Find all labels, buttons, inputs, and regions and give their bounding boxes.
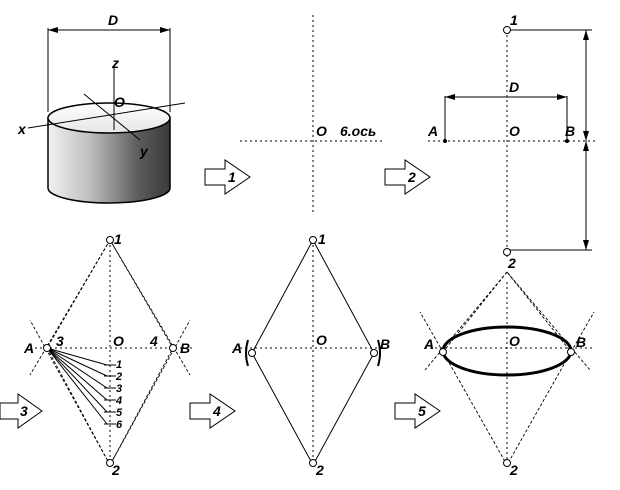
division-line-1 — [46, 347, 108, 366]
arrow-shape — [384, 159, 431, 195]
label-o: O — [113, 333, 124, 349]
panel-points: D 1 2 A B O — [427, 12, 595, 271]
point-1 — [503, 26, 511, 34]
label-o: O — [509, 123, 520, 139]
point-a — [443, 139, 447, 143]
label-4: 4 — [149, 333, 158, 349]
step-label: 4 — [212, 403, 221, 419]
dim-arrow-right — [557, 94, 567, 100]
cylinder-top — [47, 102, 171, 134]
extension-left-upper — [29, 239, 111, 376]
point-2 — [106, 459, 114, 467]
label-2: 2 — [111, 462, 120, 478]
label-div-4: 4 — [115, 395, 122, 407]
label-b: B — [565, 123, 575, 139]
label-div-6: 6 — [116, 419, 123, 431]
point-b — [370, 349, 378, 357]
panel-final-ellipse: A B O 2 — [419, 271, 595, 478]
label-div-3: 3 — [116, 383, 122, 395]
extension-right — [506, 271, 591, 371]
x-axis — [27, 102, 186, 129]
point-a — [248, 349, 256, 357]
step-arrow-3: 3 — [0, 393, 43, 429]
point-1 — [106, 236, 114, 244]
label-o: O — [316, 332, 327, 348]
dim-arrow-right — [160, 27, 170, 33]
division-line-2 — [46, 347, 108, 377]
step-arrow-1: 1 — [204, 159, 251, 195]
step-arrow-2: 2 — [384, 159, 431, 195]
arrow-shape — [394, 393, 441, 429]
step-label: 5 — [418, 403, 426, 419]
label-o: O — [316, 123, 327, 139]
dim-arrow-left — [445, 94, 455, 100]
arrow-shape — [204, 159, 251, 195]
label-2: 2 — [315, 462, 324, 478]
label-6-axis: 6.ось — [340, 123, 376, 139]
label-2: 2 — [507, 255, 516, 271]
arrow-shape — [189, 393, 236, 429]
label-b: B — [180, 340, 190, 356]
step-arrow-5: 5 — [394, 393, 441, 429]
label-y: y — [139, 143, 149, 159]
arc-b — [377, 339, 381, 367]
label-div-5: 5 — [116, 407, 123, 419]
extension-left-lower — [29, 319, 111, 466]
dim-arrow-bottom — [583, 240, 589, 250]
panel-axes: O 6.ось — [240, 15, 385, 215]
label-2: 2 — [509, 462, 518, 478]
extension-right-lower — [109, 319, 191, 466]
label-o: O — [114, 94, 125, 110]
panel-cylinder: D z x y O — [17, 12, 186, 204]
label-b: B — [576, 334, 586, 350]
label-1: 1 — [114, 231, 122, 247]
point-2 — [503, 248, 511, 256]
point-1 — [309, 236, 317, 244]
label-b: B — [380, 336, 390, 352]
dim-arrow-left — [48, 27, 58, 33]
dim-arrow-mid-up — [583, 131, 589, 141]
label-d: D — [108, 12, 118, 28]
division-line-5 — [46, 347, 108, 413]
panel-arcs: 1 2 A B O — [231, 231, 390, 478]
label-o: O — [509, 333, 520, 349]
point-a — [43, 344, 51, 352]
label-1: 1 — [510, 12, 518, 28]
division-line-4 — [46, 347, 108, 401]
point-2 — [503, 459, 511, 467]
arc-a — [245, 339, 249, 367]
point-b — [169, 344, 177, 352]
point-2 — [309, 459, 317, 467]
dim-arrow-top — [583, 30, 589, 40]
label-a: A — [427, 123, 438, 139]
extension-right-upper — [109, 239, 191, 376]
label-a: A — [423, 336, 434, 352]
division-line-3 — [46, 347, 108, 389]
label-a: A — [23, 340, 34, 356]
arrow-shape — [0, 393, 43, 429]
point-b — [567, 348, 575, 356]
label-x: x — [17, 121, 27, 137]
y-axis — [83, 93, 141, 141]
label-d: D — [509, 79, 519, 95]
step-label: 3 — [20, 403, 28, 419]
division-line-6 — [46, 347, 108, 425]
extension-left-lower — [419, 311, 444, 353]
extension-left — [424, 271, 508, 371]
point-a — [439, 348, 447, 356]
label-z: z — [111, 55, 119, 71]
label-div-1: 1 — [116, 359, 122, 371]
label-div-2: 2 — [115, 371, 122, 383]
label-a: A — [231, 340, 242, 356]
dim-arrow-mid-down — [583, 141, 589, 151]
label-3: 3 — [56, 333, 64, 349]
step-label: 2 — [407, 169, 416, 185]
label-1: 1 — [318, 231, 326, 247]
panel-rhombus-construction: 1 2 3 4 5 6 1 2 A B 3 4 O — [23, 231, 192, 478]
point-b — [565, 139, 569, 143]
step-arrow-4: 4 — [189, 393, 236, 429]
extension-right-lower — [570, 311, 595, 353]
step-label: 1 — [228, 169, 236, 185]
